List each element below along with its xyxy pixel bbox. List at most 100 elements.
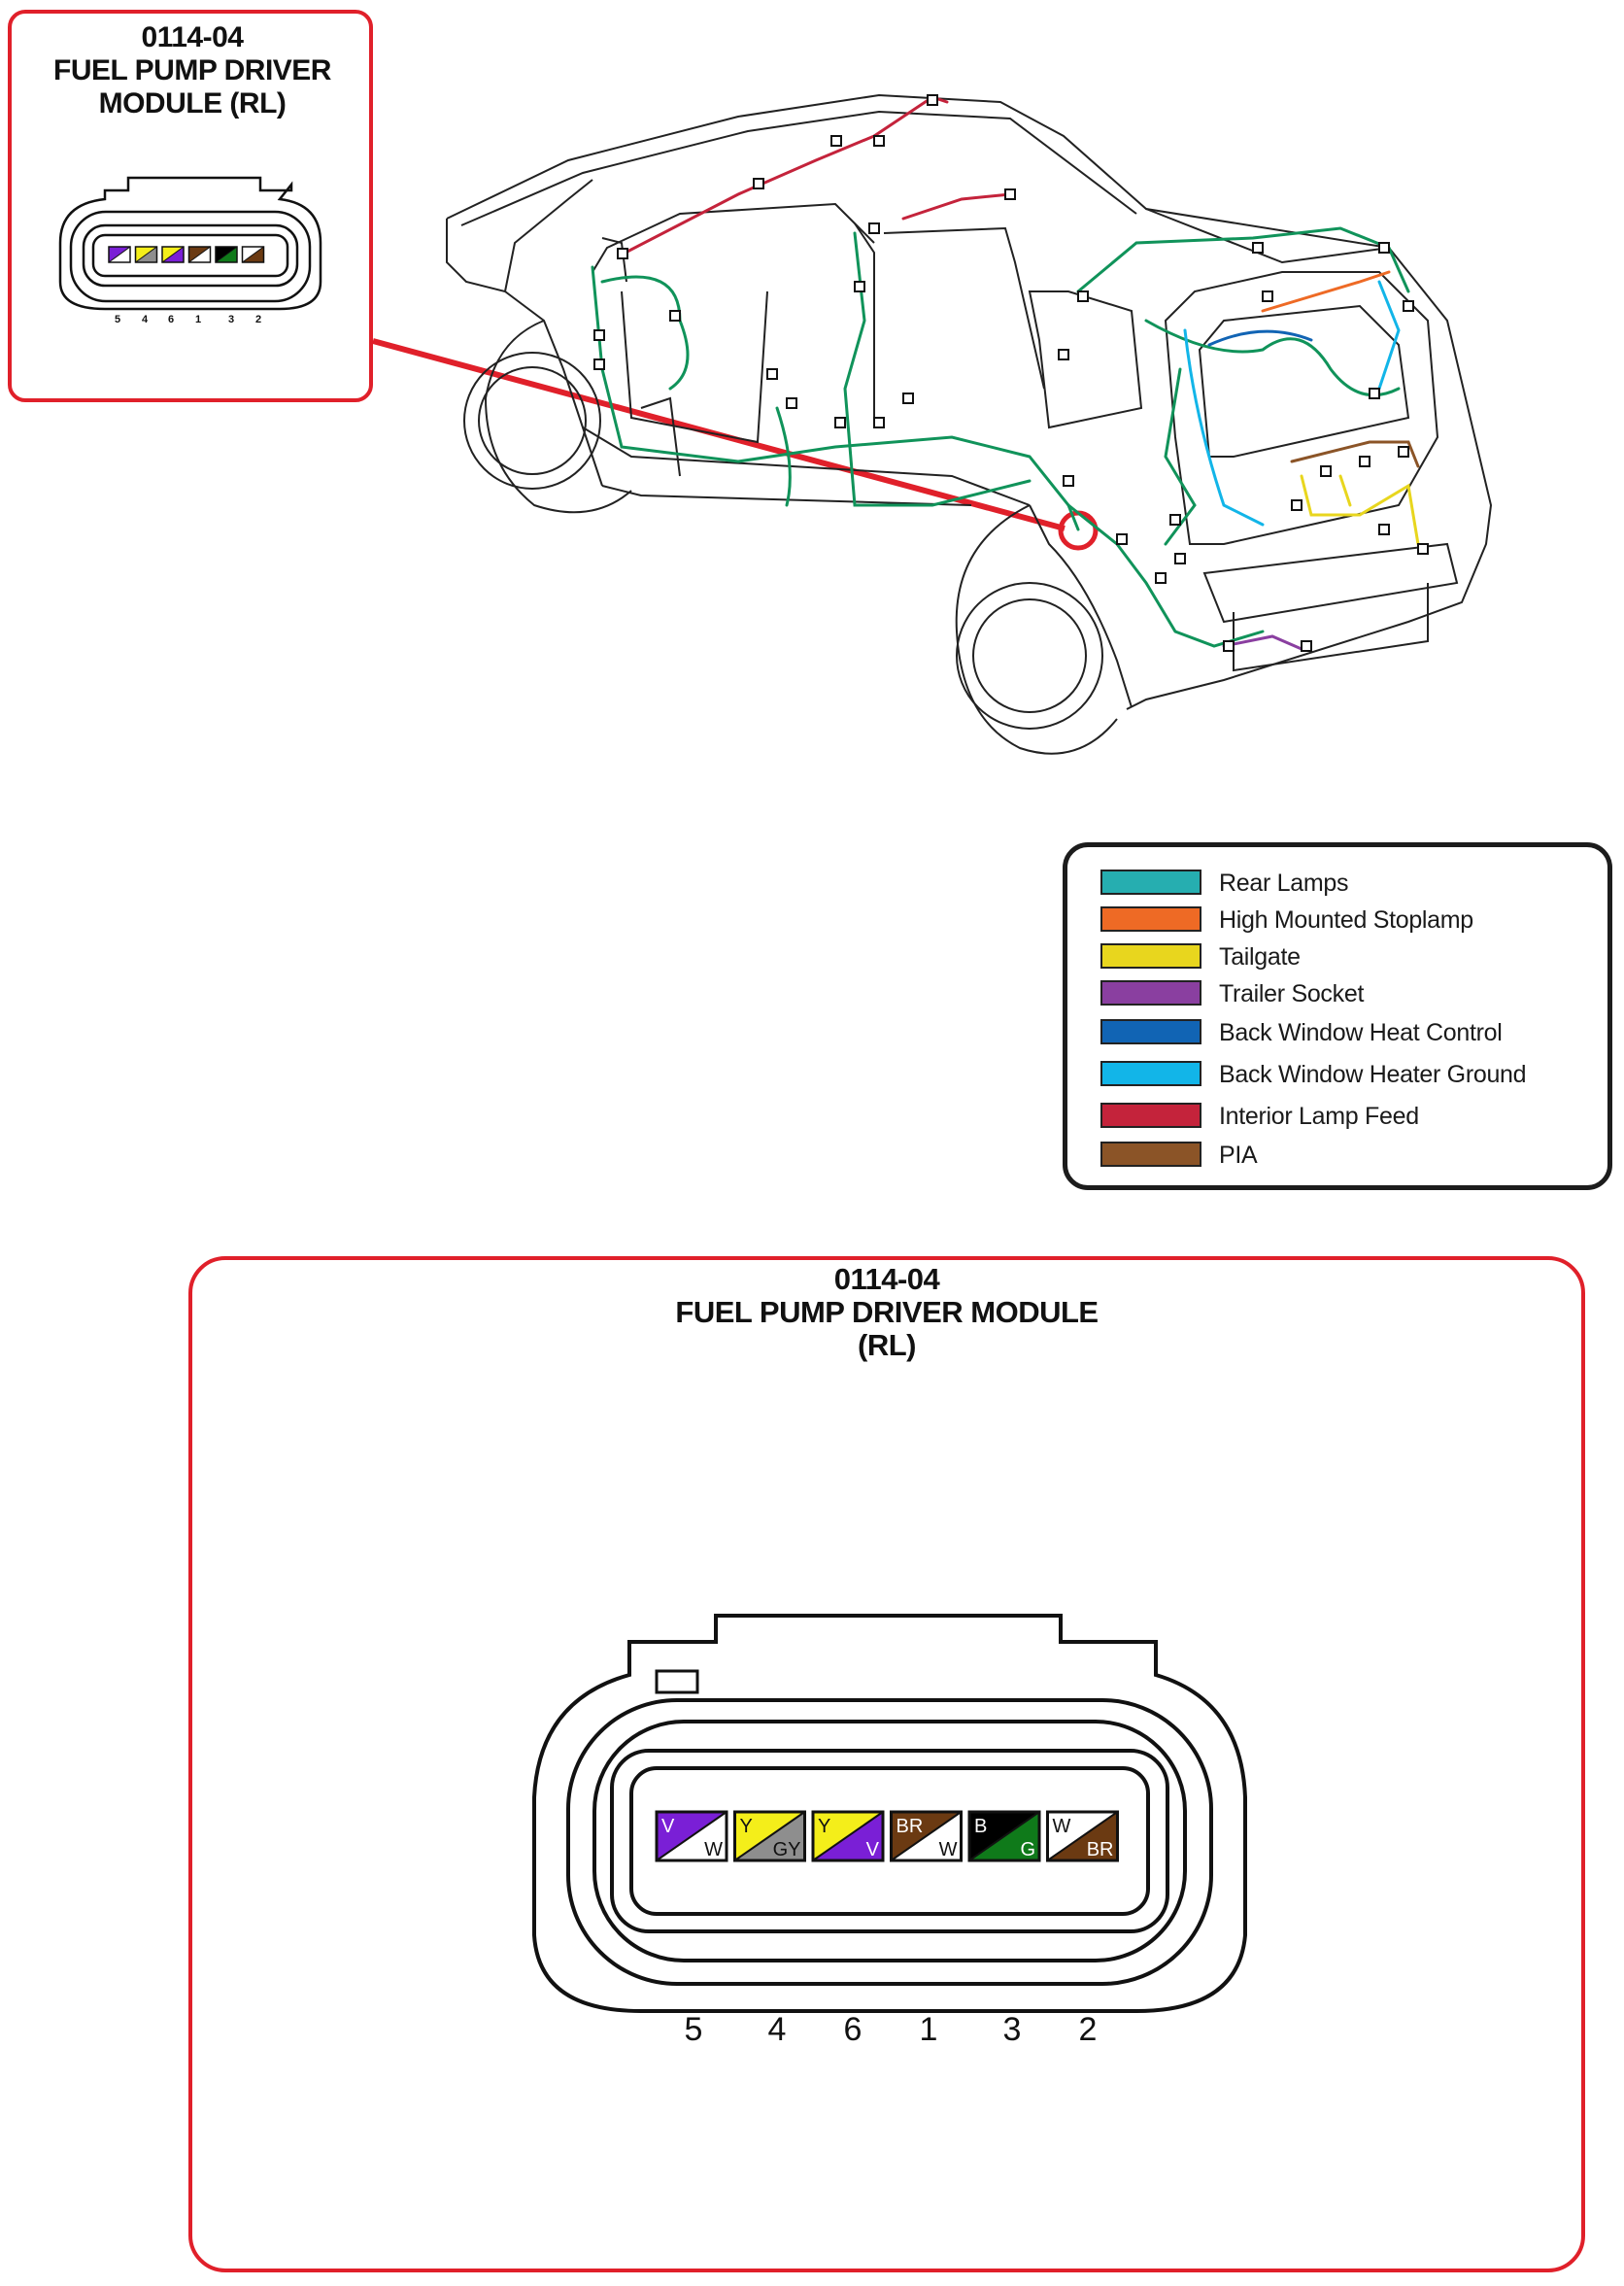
pin-divider [161,246,185,263]
pin-primary-color-code: Y [740,1816,753,1837]
pin-cavity-4 [134,246,158,263]
wiring-harness [591,95,1420,651]
pin-stripe-color-code: GY [773,1839,801,1860]
pin-stripe-color-code: BR [1087,1839,1114,1860]
small-callout-title: 0114-04 FUEL PUMP DRIVER MODULE (RL) [12,21,373,120]
legend-label: Back Window Heat Control [1219,1019,1503,1046]
pin-frame [811,1810,885,1862]
legend-swatch [1100,1142,1201,1167]
pin-primary-color-code: V [661,1816,675,1837]
pin-cavity-6 [161,246,185,263]
pin-cavity-2: W BR [1046,1810,1119,1862]
legend-swatch [1100,870,1201,895]
small-callout-frame [8,10,373,402]
pin-cavity-5: VW [655,1810,728,1862]
legend-item: Tailgate [1067,940,1607,971]
legend-label: High Mounted Stoplamp [1219,906,1473,934]
detail-title-line-2: FUEL PUMP DRIVER MODULE [675,1295,1099,1329]
pin-number: 3 [1002,2011,1022,2048]
pin-divider [968,1811,1040,1861]
harness-connectors [593,94,1429,652]
wire-color-legend: Rear Lamps High Mounted Stoplamp Tailgat… [1063,842,1612,1190]
pin-primary-color-code: B [974,1816,987,1837]
pin-frame [161,246,185,263]
small-connector-icon [58,176,322,311]
small-pin-number: 4 [142,314,149,325]
pin-frame [215,246,238,263]
detail-title: 0114-04 FUEL PUMP DRIVER MODULE (RL) [190,1263,1583,1362]
small-pin-number: 2 [255,314,262,325]
pin-stripe-color-code: G [1020,1839,1035,1860]
legend-swatch [1100,1019,1201,1044]
small-pin-number: 3 [228,314,235,325]
pin-cavity-4: Y GY [733,1810,806,1862]
vehicle-body-outline [446,93,1493,755]
pin-stripe-color-code: W [939,1839,958,1860]
legend-swatch [1100,1103,1201,1128]
legend-label: Rear Lamps [1219,870,1349,897]
vehicle-illustration [8,10,1493,755]
pin-number: 4 [767,2011,787,2048]
pin-frame [108,246,131,263]
legend-swatch [1100,980,1201,1006]
legend-item: Back Window Heater Ground [1067,1058,1607,1088]
pin-frame [1046,1810,1119,1862]
legend-label: Back Window Heater Ground [1219,1061,1527,1088]
small-title-line-1: 0114-04 [141,21,244,53]
pin-cavity-1 [187,246,212,263]
pin-frame [187,246,212,263]
pin-number: 5 [684,2011,703,2048]
pin-number: 2 [1078,2011,1098,2048]
small-pin-number: 5 [115,314,121,325]
pin-divider [812,1811,884,1861]
legend-item: High Mounted Stoplamp [1067,904,1607,934]
pin-primary-color-code: Y [818,1816,830,1837]
legend-item: PIA [1067,1139,1607,1169]
pin-divider [108,246,131,263]
pin-cavity-6: YV [811,1810,885,1862]
pin-stripe-color-code: V [866,1839,880,1860]
legend-item: Back Window Heat Control [1067,1016,1607,1046]
pin-frame [655,1810,728,1862]
pin-cavity-3: BG [967,1810,1041,1862]
pin-frame [134,246,158,263]
small-title-line-3: MODULE (RL) [98,87,287,119]
legend-label: Tailgate [1219,943,1301,971]
pin-divider [135,246,157,263]
detail-callout-frame [188,1256,1585,2272]
pin-cavity-5 [108,246,131,263]
legend-swatch [1100,943,1201,969]
pin-stripe-color-code: W [704,1839,723,1860]
connector-outline [532,1614,1247,2013]
pin-number: 1 [919,2011,938,2048]
small-pin-number: 1 [195,314,202,325]
pin-frame [241,246,265,263]
legend-item: Trailer Socket [1067,977,1607,1007]
legend-swatch [1100,906,1201,932]
pin-frame [733,1810,806,1862]
legend-label: Trailer Socket [1219,980,1365,1007]
legend-swatch [1100,1061,1201,1086]
pin-number: 6 [843,2011,863,2048]
pin-divider [1046,1811,1119,1861]
pin-divider [656,1811,727,1861]
pin-primary-color-code: W [1053,1816,1071,1837]
small-pin-numbers: 5 4 6 1 3 2 [115,314,270,327]
detail-pin-numbers: 5 4 6 1 3 2 [0,2011,1624,2054]
legend-label: Interior Lamp Feed [1219,1103,1419,1130]
pin-divider [242,246,264,263]
pin-divider [890,1811,963,1861]
pin-divider [188,246,211,263]
pin-cavity-1: BRW [890,1810,963,1862]
legend-label: PIA [1219,1142,1258,1169]
small-pin-number: 6 [168,314,175,325]
pin-cavity-3 [215,246,238,263]
legend-item: Interior Lamp Feed [1067,1100,1607,1130]
small-title-line-2: FUEL PUMP DRIVER [53,54,331,86]
pin-frame [890,1810,963,1862]
legend-item: Rear Lamps [1067,867,1607,897]
pin-cavity-2 [241,246,265,263]
pin-divider [215,246,238,263]
